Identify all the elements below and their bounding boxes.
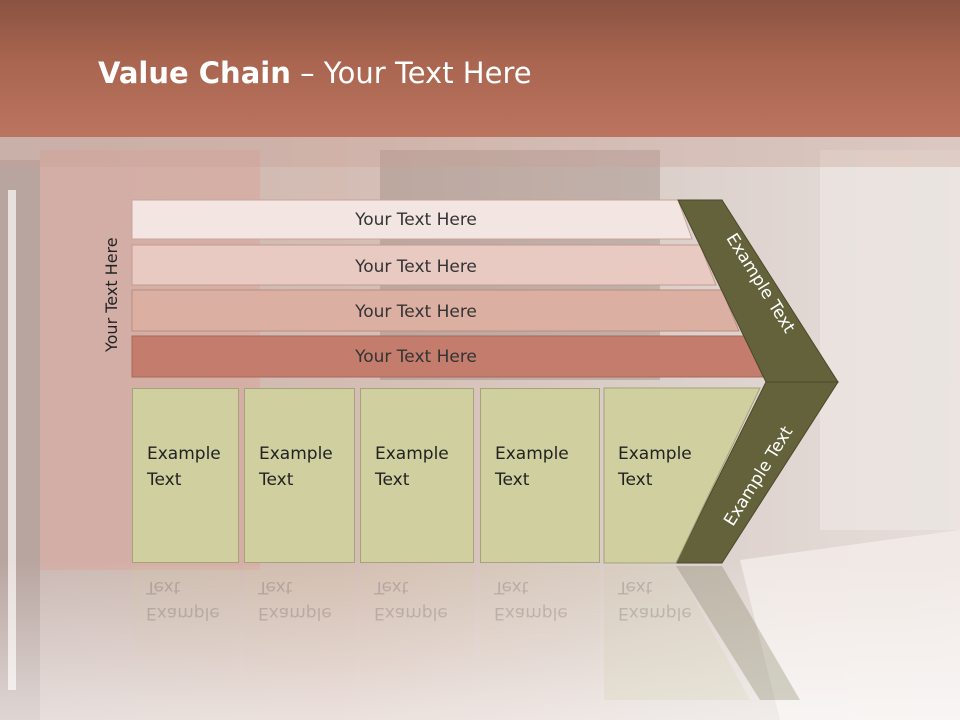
cell-1-line1: Example	[147, 444, 221, 464]
cell-5-line2: Text	[617, 470, 653, 490]
cell-1-reflection-line2: Text	[146, 577, 181, 597]
cell-5-reflection-text: Example Text	[604, 566, 704, 696]
title-rest: – Your Text Here	[290, 56, 532, 90]
bar-3	[131, 289, 740, 332]
cell-3: Example Text	[360, 388, 474, 563]
cell-2: Example Text	[244, 388, 355, 563]
cell-2-reflection-line1: Example	[258, 603, 332, 623]
chevron-bottom	[675, 381, 839, 564]
cell-4-reflection: Example Text	[480, 566, 600, 696]
cell-3-line2: Text	[375, 470, 410, 490]
cell-5-shape	[603, 387, 761, 564]
cell-5-reflection	[604, 566, 750, 700]
cell-4-line1: Example	[495, 444, 569, 464]
chevron-reflection	[676, 566, 800, 700]
cell-1-reflection: Example Text	[132, 566, 239, 696]
cell-2-line2: Text	[259, 470, 294, 490]
cell-1-reflection-line1: Example	[146, 603, 220, 623]
cell-3-reflection-line2: Text	[374, 577, 409, 597]
bar-2	[131, 244, 717, 286]
cell-2-line1: Example	[259, 444, 333, 464]
cell-4-line2: Text	[495, 470, 530, 490]
bar-1-label: Your Text Here	[354, 210, 477, 230]
cell-3-reflection: Example Text	[360, 566, 474, 696]
cell-4: Example Text	[480, 388, 600, 563]
page-title: Value Chain – Your Text Here	[98, 56, 532, 90]
cell-5-reflection-line2: Text	[618, 577, 653, 597]
cell-3-line1: Example	[375, 444, 449, 464]
title-band	[0, 0, 960, 167]
cell-1-line2: Text	[147, 470, 182, 490]
bar-4	[131, 335, 764, 378]
cell-5-line1: Example	[618, 444, 692, 464]
bar-2-label: Your Text Here	[354, 257, 477, 277]
cell-4-reflection-line2: Text	[494, 577, 529, 597]
bar-3-label: Your Text Here	[354, 302, 477, 322]
cell-1: Example Text	[132, 388, 239, 563]
cell-2-reflection-line2: Text	[258, 577, 293, 597]
cell-2-reflection: Example Text	[244, 566, 355, 696]
bar-4-label: Your Text Here	[354, 347, 477, 367]
title-bold: Value Chain	[98, 56, 291, 90]
cell-3-reflection-line1: Example	[374, 603, 448, 623]
cell-4-reflection-line1: Example	[494, 603, 568, 623]
cell-5-reflection-line1: Example	[618, 603, 692, 623]
bar-1	[131, 199, 693, 240]
